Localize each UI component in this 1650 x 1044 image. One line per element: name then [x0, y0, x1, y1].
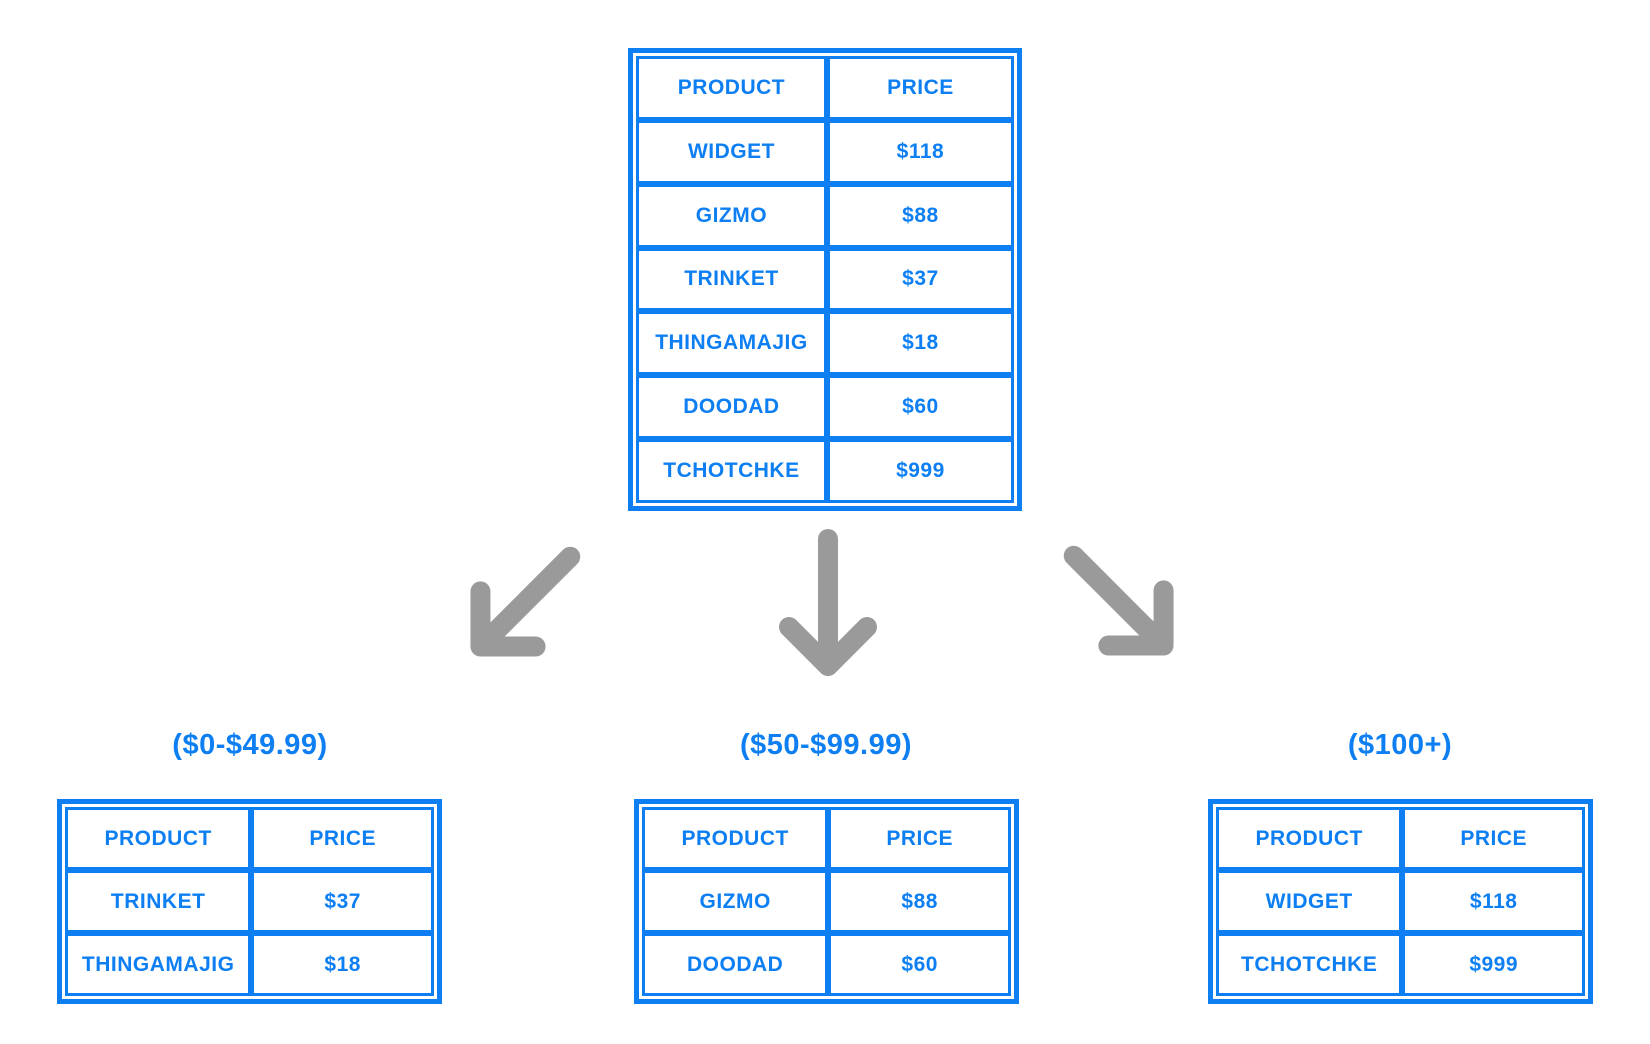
table-row: GIZMO $88 [642, 870, 1011, 933]
header-product: PRODUCT [642, 807, 829, 870]
table-header-row: PRODUCT PRICE [1216, 807, 1585, 870]
group-table-mid: PRODUCT PRICE GIZMO $88 DOODAD $60 [634, 799, 1019, 1004]
arrow-down-left-icon [465, 542, 585, 662]
table-row: TRINKET $37 [636, 247, 1014, 312]
product-cell: GIZMO [636, 183, 827, 248]
product-cell: TCHOTCHKE [636, 439, 827, 503]
header-price: PRICE [251, 807, 434, 870]
table-row: TCHOTCHKE $999 [636, 439, 1014, 503]
price-cell: $118 [1402, 870, 1585, 933]
price-cell: $18 [826, 311, 1014, 376]
product-cell: GIZMO [642, 870, 829, 933]
arrow-down-right-icon [1059, 541, 1179, 661]
group-label-high: ($100+) [1347, 729, 1453, 761]
header-price: PRICE [1402, 807, 1585, 870]
price-cell: $37 [251, 870, 434, 933]
price-cell: $60 [828, 933, 1011, 996]
header-price: PRICE [826, 56, 1014, 120]
price-cell: $999 [826, 439, 1014, 503]
header-price: PRICE [828, 807, 1011, 870]
price-cell: $88 [828, 870, 1011, 933]
header-product: PRODUCT [1216, 807, 1403, 870]
price-cell: $999 [1402, 933, 1585, 996]
table-row: TCHOTCHKE $999 [1216, 933, 1585, 996]
price-cell: $18 [251, 933, 434, 996]
product-cell: DOODAD [636, 375, 827, 440]
product-cell: TCHOTCHKE [1216, 933, 1403, 996]
group-table-low: PRODUCT PRICE TRINKET $37 THINGAMAJIG $1… [57, 799, 442, 1004]
table-row: THINGAMAJIG $18 [65, 933, 434, 996]
source-table: PRODUCT PRICE WIDGET $118 GIZMO $88 TRIN… [628, 48, 1022, 511]
price-cell: $118 [826, 119, 1014, 184]
group-table-high: PRODUCT PRICE WIDGET $118 TCHOTCHKE $999 [1208, 799, 1593, 1004]
price-cell: $37 [826, 247, 1014, 312]
table-header-row: PRODUCT PRICE [636, 56, 1014, 120]
arrow-down-icon [768, 528, 888, 676]
product-cell: WIDGET [636, 119, 827, 184]
product-cell: THINGAMAJIG [65, 933, 252, 996]
header-product: PRODUCT [65, 807, 252, 870]
product-cell: DOODAD [642, 933, 829, 996]
table-row: WIDGET $118 [636, 119, 1014, 184]
table-row: TRINKET $37 [65, 870, 434, 933]
table-row: THINGAMAJIG $18 [636, 311, 1014, 376]
product-cell: WIDGET [1216, 870, 1403, 933]
table-row: WIDGET $118 [1216, 870, 1585, 933]
table-row: DOODAD $60 [642, 933, 1011, 996]
group-label-low: ($0-$49.99) [172, 729, 328, 761]
header-product: PRODUCT [636, 56, 827, 120]
table-row: GIZMO $88 [636, 183, 1014, 248]
product-cell: THINGAMAJIG [636, 311, 827, 376]
product-cell: TRINKET [636, 247, 827, 312]
table-header-row: PRODUCT PRICE [65, 807, 434, 870]
group-label-mid: ($50-$99.99) [739, 729, 913, 761]
price-cell: $88 [826, 183, 1014, 248]
table-row: DOODAD $60 [636, 375, 1014, 440]
price-cell: $60 [826, 375, 1014, 440]
table-header-row: PRODUCT PRICE [642, 807, 1011, 870]
product-cell: TRINKET [65, 870, 252, 933]
